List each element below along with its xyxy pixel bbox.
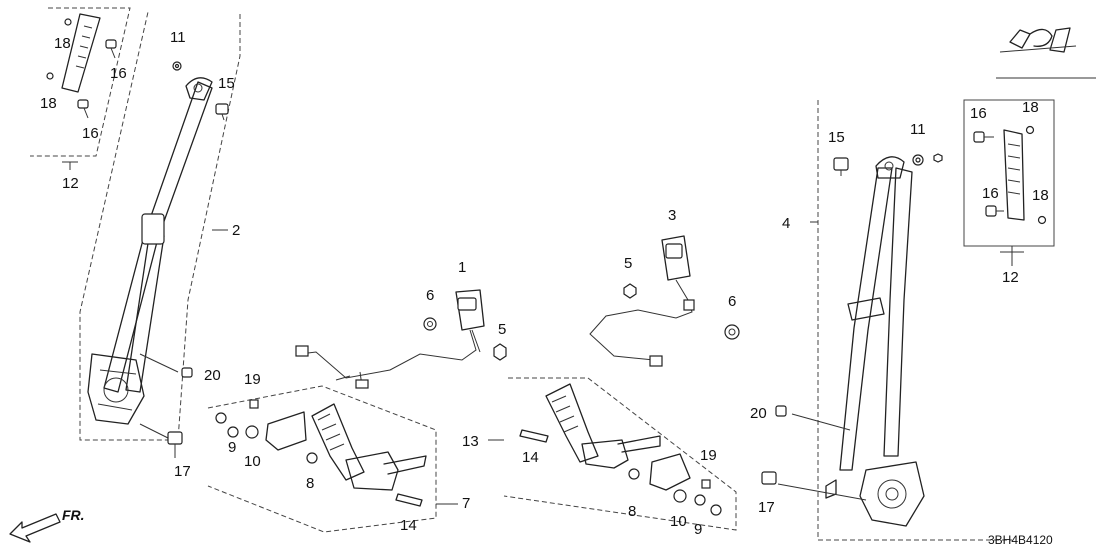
callout-17: 17: [758, 499, 775, 516]
callout-18: 18: [1022, 99, 1039, 116]
callout-19: 19: [244, 371, 261, 388]
callout-3: 3: [668, 207, 676, 224]
callout-15: 15: [218, 75, 235, 92]
front-label: FR.: [62, 507, 85, 523]
callout-10: 10: [670, 513, 687, 530]
callout-18: 18: [54, 35, 71, 52]
callout-11: 11: [910, 121, 926, 138]
callout-14: 14: [522, 449, 539, 466]
bolt-15-right: [833, 157, 849, 176]
callout-16: 16: [970, 105, 987, 122]
callout-1: 1: [458, 259, 466, 276]
callout-6: 6: [426, 287, 434, 304]
callout-5: 5: [624, 255, 632, 272]
bolt-16-right-upper: [973, 131, 994, 143]
callout-18: 18: [40, 95, 57, 112]
callout-15: 15: [828, 129, 845, 146]
bolt-20-left: [181, 367, 193, 378]
callout-7: 7: [462, 495, 470, 512]
callout-8: 8: [628, 503, 636, 520]
diagram-code: 3BH4B4120: [988, 533, 1053, 547]
callout-13: 13: [462, 433, 479, 450]
bolt-16-right-lower: [985, 205, 1004, 217]
callout-14: 14: [400, 517, 417, 534]
callout-9: 9: [228, 439, 236, 456]
lower-buckle-group-right: [488, 377, 737, 531]
callout-10: 10: [244, 453, 261, 470]
buckle-1-assembly: [295, 289, 507, 389]
callout-12: 12: [62, 175, 79, 192]
front-belt-assembly-left: [79, 11, 241, 441]
callout-8: 8: [306, 475, 314, 492]
callout-11: 11: [170, 29, 186, 46]
callout-6: 6: [728, 293, 736, 310]
callout-20: 20: [750, 405, 767, 422]
bolt-17-right: [761, 471, 777, 485]
left-adjuster-group: [30, 7, 131, 170]
callout-16: 16: [982, 185, 999, 202]
callout-4: 4: [782, 215, 790, 232]
washer-11-right: [912, 153, 943, 166]
right-adjuster-group: [963, 99, 1055, 266]
callout-5: 5: [498, 321, 506, 338]
bolt-15-left: [215, 103, 229, 121]
callout-9: 9: [694, 521, 702, 538]
callout-16: 16: [110, 65, 127, 82]
callout-18: 18: [1032, 187, 1049, 204]
bolt-20-right: [775, 405, 787, 417]
callout-labels: 18 16 18 16 12 11 15 2 20 17 19 9 10 8 1…: [40, 29, 1049, 538]
callout-17: 17: [174, 463, 191, 480]
front-direction-arrow: FR.: [9, 507, 85, 543]
callout-12: 12: [1002, 269, 1019, 286]
bolt-17-left: [167, 431, 183, 458]
buckle-3-assembly: [589, 235, 740, 367]
brand-logo: [996, 27, 1096, 79]
bolt-16-lower: [77, 99, 89, 119]
bolt-16-upper: [105, 39, 117, 59]
callout-20: 20: [204, 367, 221, 384]
washer-11-left: [172, 61, 182, 71]
callout-16: 16: [82, 125, 99, 142]
callout-2: 2: [232, 222, 240, 239]
front-belt-assembly-right: [777, 100, 1012, 541]
lower-buckle-group-left: [207, 385, 458, 533]
callout-19: 19: [700, 447, 717, 464]
